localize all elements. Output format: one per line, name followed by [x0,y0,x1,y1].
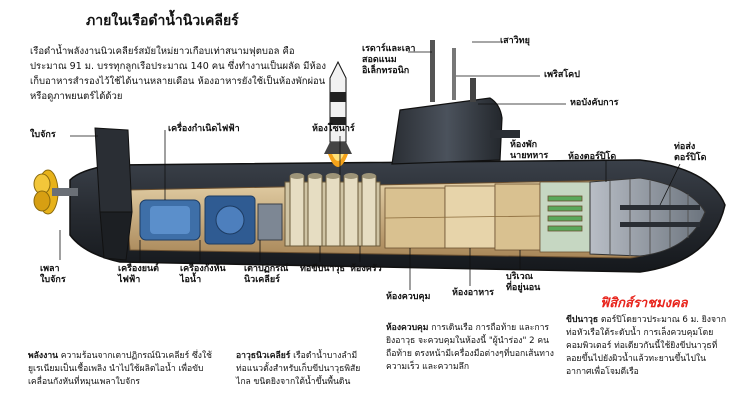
paragraph-control-body: การเดินเรือ การถือท้าย และการยิงอาวุธ จะ… [386,323,554,372]
label-quarters: บริเวณที่อยู่นอน [506,272,541,293]
sail-mast-3 [470,78,476,102]
label-officers: ห้องพักนายทหาร [510,140,549,161]
paragraph-missiles-body: เรือดำน้ำบางลำมีท่อแนวตั้งสำหรับเก็บขีปน… [236,351,361,387]
paragraph-power-head: พลังงาน [28,351,59,361]
paragraph-missiles-head: อาวุธนิวเคลียร์ [236,351,291,361]
label-sonar: ห้องโซนาร์ [312,124,355,134]
leader-lines [59,41,681,290]
paragraph-torpedo: ขีปนาวุธ ตอร์ปิโดยาวประมาณ 6 ม. ยิงจากท่… [566,314,730,379]
sail-fin [490,130,520,138]
bow [589,177,706,257]
paragraph-torpedo-head: ขีปนาวุธ [566,315,599,325]
label-turbine: เครื่องกังหันไอน้ำ [180,264,226,285]
label-torpedo-tubes: ท่อส่งตอร์ปิโด [674,142,707,163]
logo-text: ฟิสิกส์ราชมงคล [600,296,688,311]
bow-ribs [609,179,689,256]
sail [391,97,503,165]
label-radio-mast: เสาวิทยุ [500,36,530,46]
label-shaft: เพลาใบจักร [40,264,66,285]
paragraph-missiles: อาวุธนิวเคลียร์ เรือดำน้ำบางลำมีท่อแนวตั… [236,350,366,389]
stern-fin [94,127,133,213]
intro-paragraph: เรือดำน้ำพลังงานนิวเคลียร์สมัยใหม่ยาวเกื… [30,46,327,102]
label-reactor: เตาปฏิกรณ์นิวเคลียร์ [244,264,289,285]
label-control: ห้องควบคุม [386,292,431,302]
label-hydroplane: ใบจักร [30,130,56,140]
torpedo-tubes [620,205,700,227]
propeller [33,169,78,215]
sail-mast-1 [430,40,435,102]
sail-mast-2 [452,48,456,100]
compartments [384,181,591,253]
paragraph-torpedo-body: ตอร์ปิโดยาวประมาณ 6 ม. ยิงจากท่อหัวเรือใ… [566,315,727,377]
label-sail-electronics: เรดาร์และเลาสอดแนมอิเล็กทรอนิก [362,44,416,76]
stern-fin-lower [99,211,133,261]
paragraph-power: พลังงาน ความร้อนจากเตาปฏิกรณ์นิวเคลียร์ … [28,350,224,389]
label-generator: เครื่องกำเนิดไฟฟ้า [168,124,240,134]
label-motor: เครื่องยนต์ไฟฟ้า [118,264,160,285]
paragraph-control-head: ห้องควบคุม [386,323,429,333]
page-title: ภายในเรือดำน้ำนิวเคลียร์ [86,13,239,29]
missile-tubes [284,173,381,247]
label-tower: หอบังคับการ [570,98,619,108]
machinery [139,195,283,245]
label-galley: ห้องครัว [350,264,382,274]
label-periscope: เพริสโคป [544,70,580,80]
paragraph-power-body: ความร้อนจากเตาปฏิกรณ์นิวเคลียร์ ซึ่งใช้ย… [28,351,212,387]
label-mess: ห้องอาหาร [452,288,495,298]
label-torpedo-room: ห้องตอร์ปิโด [568,152,617,162]
paragraph-control: ห้องควบคุม การเดินเรือ การถือท้าย และการ… [386,322,556,374]
missile [324,60,352,167]
label-missile-tubes: ท่อขีปนาวุธ [300,264,345,274]
